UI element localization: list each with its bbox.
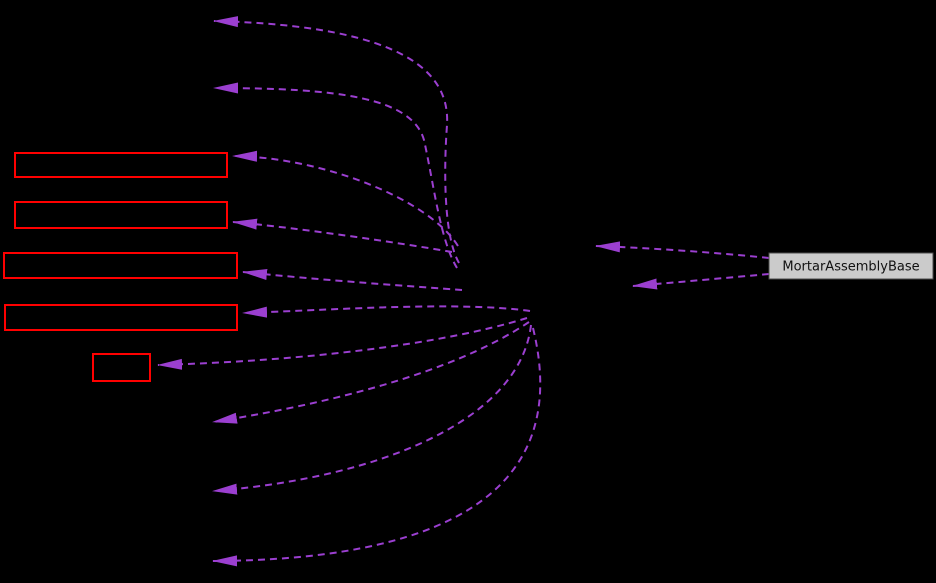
edge-center-to-red-node-4	[242, 305, 531, 318]
edge-center-to-red-node-3	[242, 269, 463, 291]
edge-center-to-hidden-bottom-2	[212, 324, 532, 495]
edge-center-to-red-node-2	[232, 218, 453, 253]
red-class-node-3[interactable]	[3, 252, 238, 279]
red-class-node-5[interactable]	[92, 353, 151, 382]
edge-center-to-hidden-top-1	[213, 16, 460, 264]
edge-center-to-red-node-1	[232, 150, 459, 247]
edge-mortarassemblybase-to-center-1	[595, 241, 770, 259]
red-node-group	[3, 152, 238, 382]
mortarassemblybase-node-box[interactable]	[768, 252, 934, 280]
edge-center-to-red-node-5	[157, 317, 528, 370]
mortarassemblybase-node-label[interactable]: MortarAssemblyBase	[782, 260, 919, 275]
red-class-node-2[interactable]	[14, 201, 228, 229]
edge-center-to-hidden-top-2	[213, 82, 458, 269]
mortarassemblybase-node[interactable]: MortarAssemblyBase	[768, 252, 934, 280]
red-class-node-4[interactable]	[4, 304, 238, 331]
edge-group	[157, 16, 770, 567]
edge-mortarassemblybase-to-center-2	[632, 273, 770, 290]
red-class-node-1[interactable]	[14, 152, 228, 178]
edge-center-to-hidden-bottom-3	[212, 327, 542, 567]
edge-center-to-hidden-bottom-1	[212, 321, 530, 424]
